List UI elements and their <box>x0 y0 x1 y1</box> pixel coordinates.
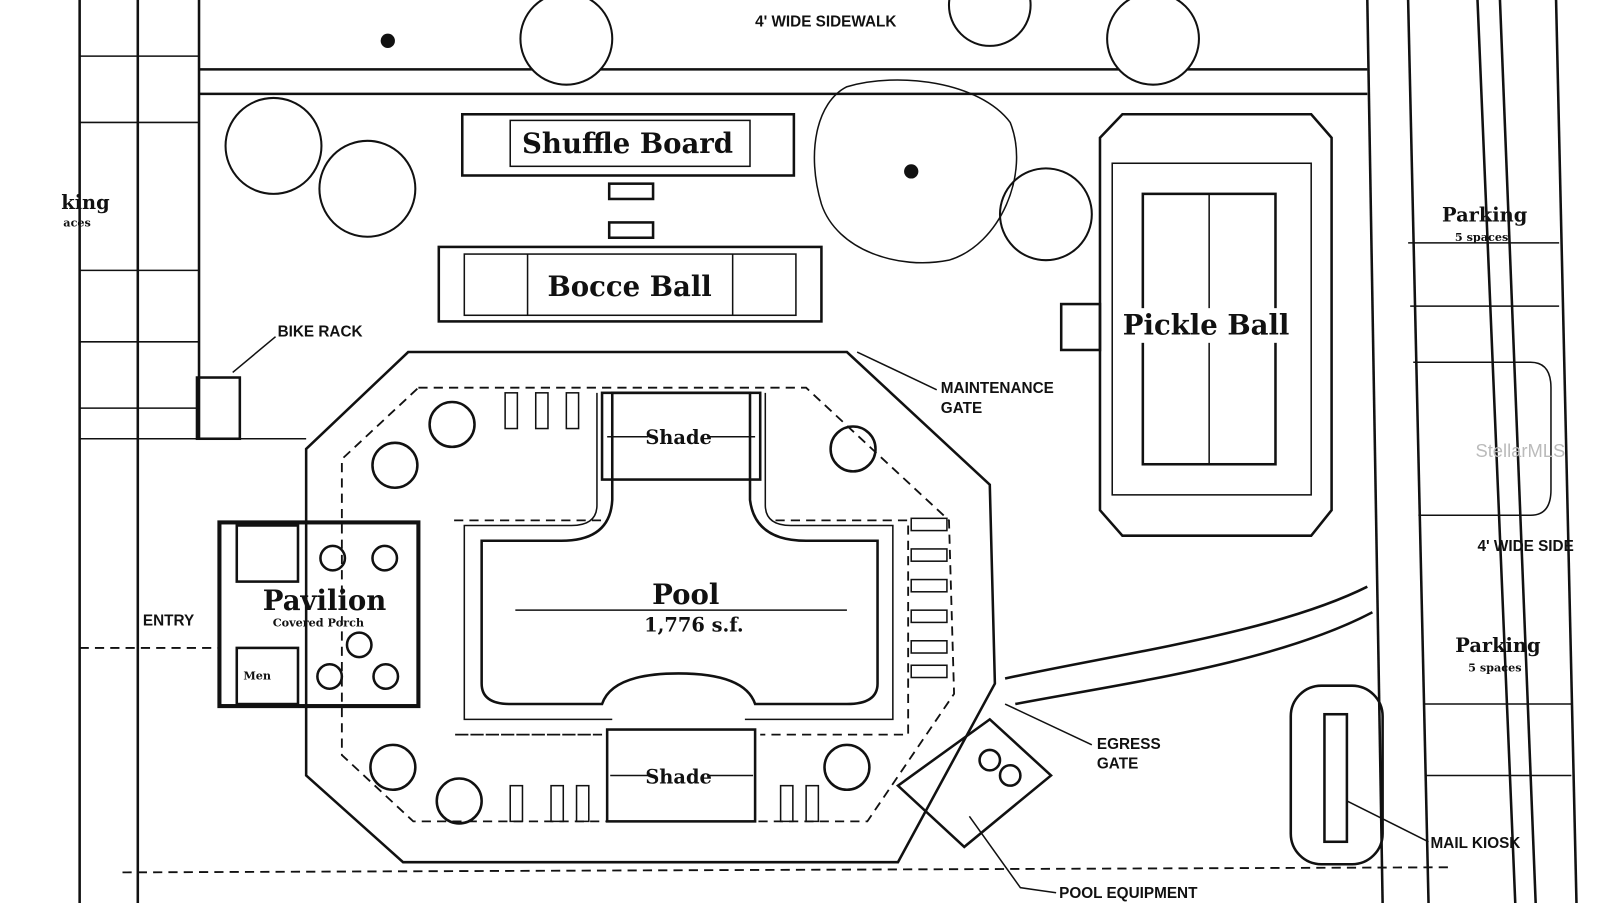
table-icon <box>372 662 400 691</box>
shade-top: Shade <box>600 391 762 481</box>
bocce-ball-label: Bocce Ball <box>547 271 711 303</box>
parking-left-label: king <box>61 191 110 214</box>
walkway <box>1015 611 1374 706</box>
bocce-ball-court: Bocce Ball <box>437 245 823 323</box>
bike-rack-label: BIKE RACK <box>278 324 363 341</box>
pool-label: Pool <box>652 579 719 611</box>
parking-top-label: Parking <box>1442 203 1528 226</box>
maintenance-gate-label-2: GATE <box>941 400 982 417</box>
shuffle-board-label: Shuffle Board <box>522 128 733 160</box>
table-icon <box>371 441 419 489</box>
tree-canopy-icon <box>813 79 1018 264</box>
shuffle-board-court: Shuffle Board <box>460 113 796 240</box>
table-icon <box>345 631 373 659</box>
shade-bottom-label: Shade <box>645 766 712 789</box>
table-icon <box>428 400 476 449</box>
tree-icon <box>519 0 614 86</box>
tree-icon <box>224 96 323 195</box>
pool-deck <box>304 350 997 864</box>
egress-gate-label-2: GATE <box>1097 755 1138 772</box>
table-icon <box>823 743 871 792</box>
left-parking: king aces <box>61 0 307 903</box>
trees <box>224 0 1200 264</box>
tree-icon <box>998 167 1093 262</box>
parking-bottom-sub: 5 spaces <box>1468 660 1521 674</box>
deck-furniture <box>369 392 948 825</box>
table-icon <box>319 544 347 572</box>
pickle-ball-label: Pickle Ball <box>1123 310 1290 342</box>
table-icon <box>435 777 483 825</box>
maintenance-gate-label: MAINTENANCE <box>941 380 1054 397</box>
egress-gate-label: EGRESS <box>1097 736 1161 753</box>
pavilion: Pavilion Covered Porch Men <box>217 520 421 709</box>
table-icon <box>371 544 399 572</box>
entry-label: ENTRY <box>143 612 194 629</box>
pavilion-sub: Covered Porch <box>273 615 364 629</box>
parking-top-sub: 5 spaces <box>1455 230 1508 244</box>
parking-left-sub: aces <box>63 216 91 230</box>
pool-equipment: POOL EQUIPMENT <box>895 717 1198 902</box>
walkway <box>1004 585 1368 680</box>
mail-kiosk: MAIL KIOSK <box>1289 684 1521 866</box>
right-parking: Parking 5 spaces Parking 5 spaces Stella… <box>1366 0 1578 903</box>
pavilion-label: Pavilion <box>263 585 387 617</box>
sidewalk-right-label: 4' WIDE SIDE <box>1478 538 1574 555</box>
pool: Pool 1,776 s.f. <box>463 391 894 721</box>
parking-bottom-label: Parking <box>1455 634 1541 657</box>
restroom-label: Men <box>243 669 271 683</box>
bike-rack <box>195 376 242 441</box>
table-icon <box>829 425 877 473</box>
tree-icon <box>318 139 417 238</box>
pool-area: 1,776 s.f. <box>644 614 743 637</box>
watermark: StellarMLS <box>1475 440 1565 461</box>
tree-icon <box>947 0 1032 47</box>
tree-icon <box>1106 0 1200 86</box>
shade-bottom: Shade <box>605 728 757 823</box>
mail-kiosk-label: MAIL KIOSK <box>1431 835 1521 852</box>
shade-top-label: Shade <box>645 426 712 449</box>
pool-equipment-label: POOL EQUIPMENT <box>1059 885 1198 902</box>
sidewalk-top-label: 4' WIDE SIDEWALK <box>755 14 896 31</box>
table-icon <box>316 662 344 691</box>
pickle-ball-court: Pickle Ball <box>1059 113 1333 537</box>
table-icon <box>369 743 417 792</box>
